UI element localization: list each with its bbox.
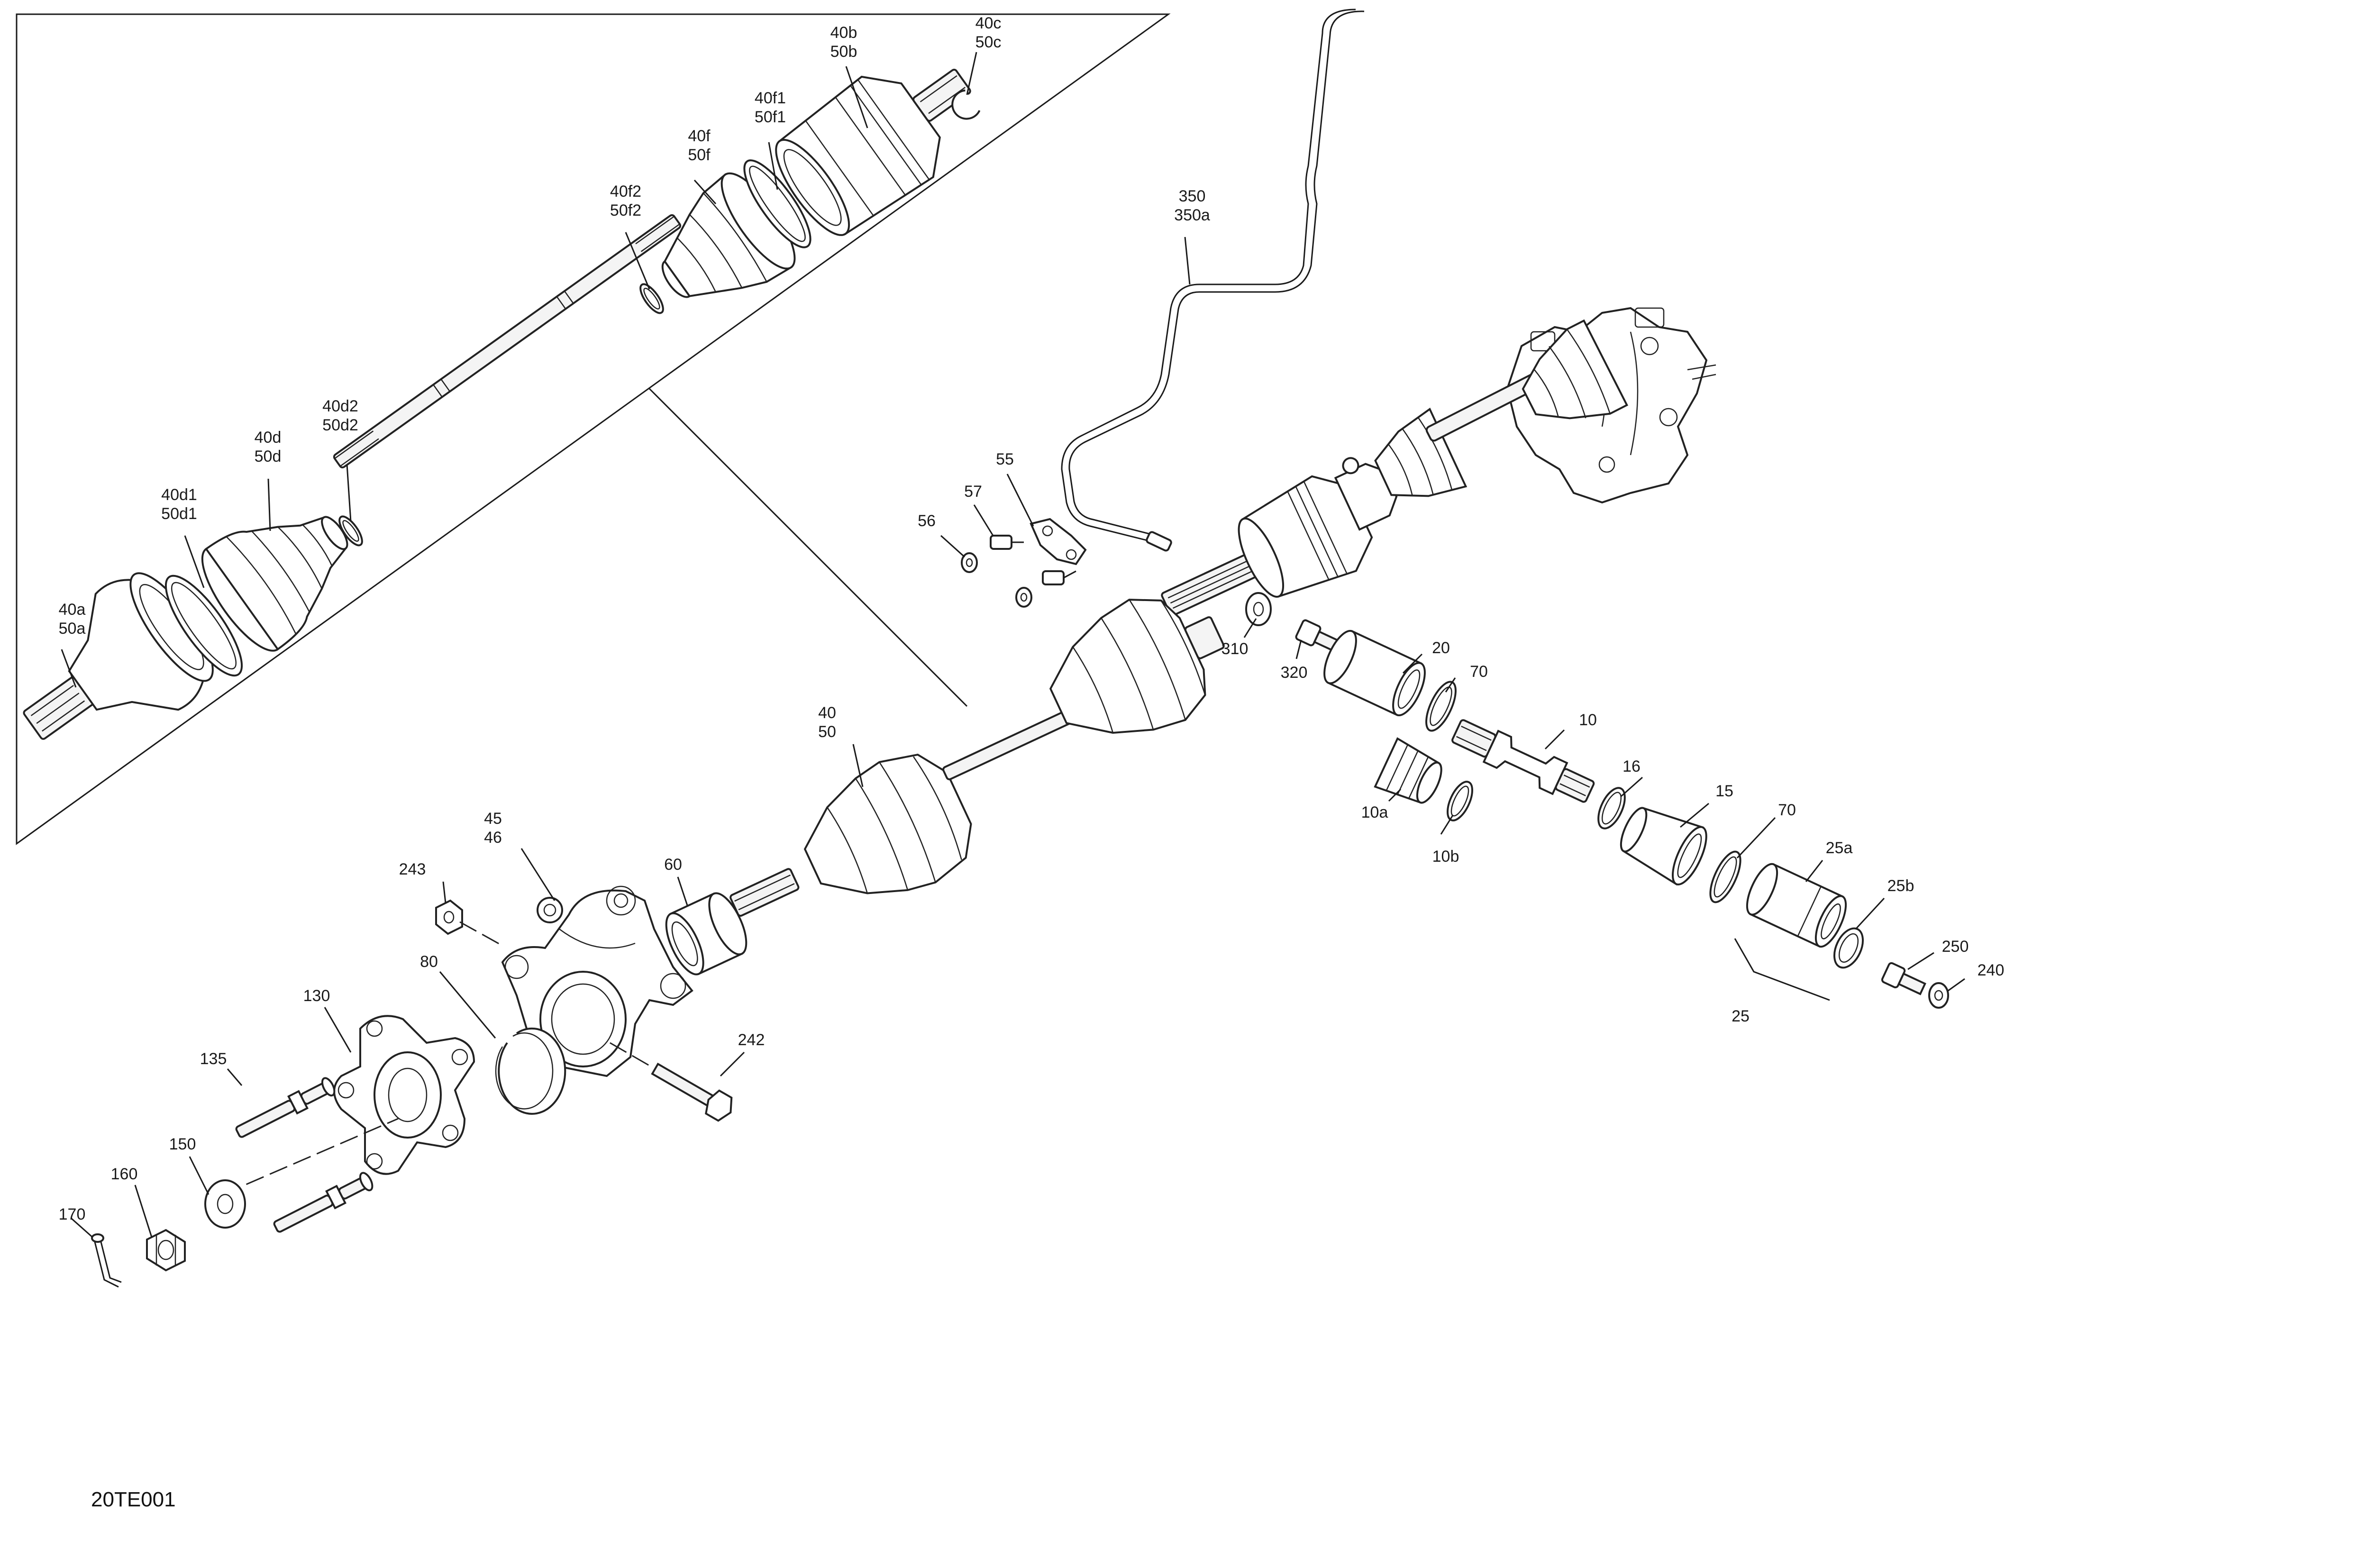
- label-10b: 10b: [1432, 848, 1459, 866]
- shaft-10: [1451, 719, 1595, 803]
- leader-lines: [61, 52, 1965, 1238]
- ring-70-upper: [1425, 681, 1457, 732]
- sleeve-20: [1323, 629, 1426, 717]
- ring-70-lower: [1709, 850, 1741, 903]
- label-80: 80: [420, 953, 438, 971]
- label-242: 242: [738, 1031, 765, 1049]
- label-320: 320: [1281, 664, 1308, 682]
- label-70-lower: 70: [1778, 801, 1796, 819]
- label-55: 55: [996, 450, 1014, 468]
- label-70-upper: 70: [1470, 663, 1488, 681]
- label-15: 15: [1715, 782, 1733, 800]
- label-25: 25: [1732, 1007, 1750, 1025]
- inset-boot-40f: [661, 172, 796, 298]
- label-60: 60: [664, 856, 682, 874]
- label-25a: 25a: [1826, 839, 1853, 857]
- inset-frame: [16, 13, 1171, 845]
- label-10: 10: [1579, 711, 1597, 729]
- ring-25b: [1833, 927, 1864, 969]
- left-drive-shaft-40: [729, 599, 1225, 917]
- label-160: 160: [111, 1165, 138, 1183]
- label-57: 57: [964, 483, 982, 501]
- label-20: 20: [1432, 639, 1450, 657]
- label-135: 135: [200, 1050, 227, 1068]
- boot-10a: [1374, 737, 1442, 804]
- label-130: 130: [303, 987, 330, 1005]
- inset-ring-40d2: [338, 515, 363, 547]
- label-16: 16: [1623, 757, 1641, 775]
- bolt-57: [990, 535, 1076, 585]
- bolt-242: [610, 1042, 733, 1122]
- sleeve-15: [1620, 807, 1707, 886]
- label-250: 250: [1942, 938, 1969, 956]
- detail-inset: [16, 13, 1171, 845]
- ring-10b: [1447, 781, 1473, 821]
- nut-243: [435, 899, 503, 947]
- retaining-ring-80: [495, 1027, 566, 1115]
- label-240: 240: [1978, 961, 2005, 979]
- inset-cv-joint-40a: [23, 572, 214, 740]
- inset-boot-40d: [201, 516, 348, 652]
- inset-ring-40f2: [639, 283, 664, 314]
- bearing-60: [665, 892, 747, 975]
- washer-56: [961, 552, 1032, 608]
- bolt-250: [1881, 962, 1926, 995]
- group-bracket-25: [1734, 938, 1830, 1001]
- sleeve-25a: [1746, 863, 1847, 948]
- washer-150: [204, 1179, 246, 1229]
- inset-housing-40b: [775, 68, 971, 236]
- label-25b: 25b: [1887, 877, 1914, 895]
- inset-clamp-40d1: [164, 574, 243, 677]
- inset-shaft: [333, 214, 682, 469]
- inset-leader-line: [648, 388, 968, 707]
- label-56: 56: [918, 512, 936, 530]
- hub-130: [333, 1015, 475, 1175]
- bracket-55: [1030, 518, 1087, 565]
- cotter-pin-170: [91, 1233, 122, 1288]
- label-310: 310: [1221, 640, 1249, 658]
- inset-clamp-40f1: [743, 159, 811, 248]
- ring-16: [1597, 787, 1626, 830]
- brake-line-350: [1061, 9, 1365, 552]
- stud-135: [222, 1077, 399, 1233]
- right-drive-shaft: [1161, 319, 1629, 617]
- label-170: 170: [59, 1205, 86, 1223]
- inset-circlip-40c: [951, 89, 981, 120]
- label-243: 243: [399, 860, 426, 878]
- label-10a: 10a: [1361, 803, 1388, 821]
- label-150: 150: [169, 1135, 196, 1153]
- washer-310: [1245, 592, 1272, 626]
- washer-240: [1928, 982, 1949, 1009]
- knuckle-45: [501, 885, 693, 1077]
- nut-160: [146, 1229, 186, 1272]
- diagram-code: 20TE001: [91, 1488, 176, 1511]
